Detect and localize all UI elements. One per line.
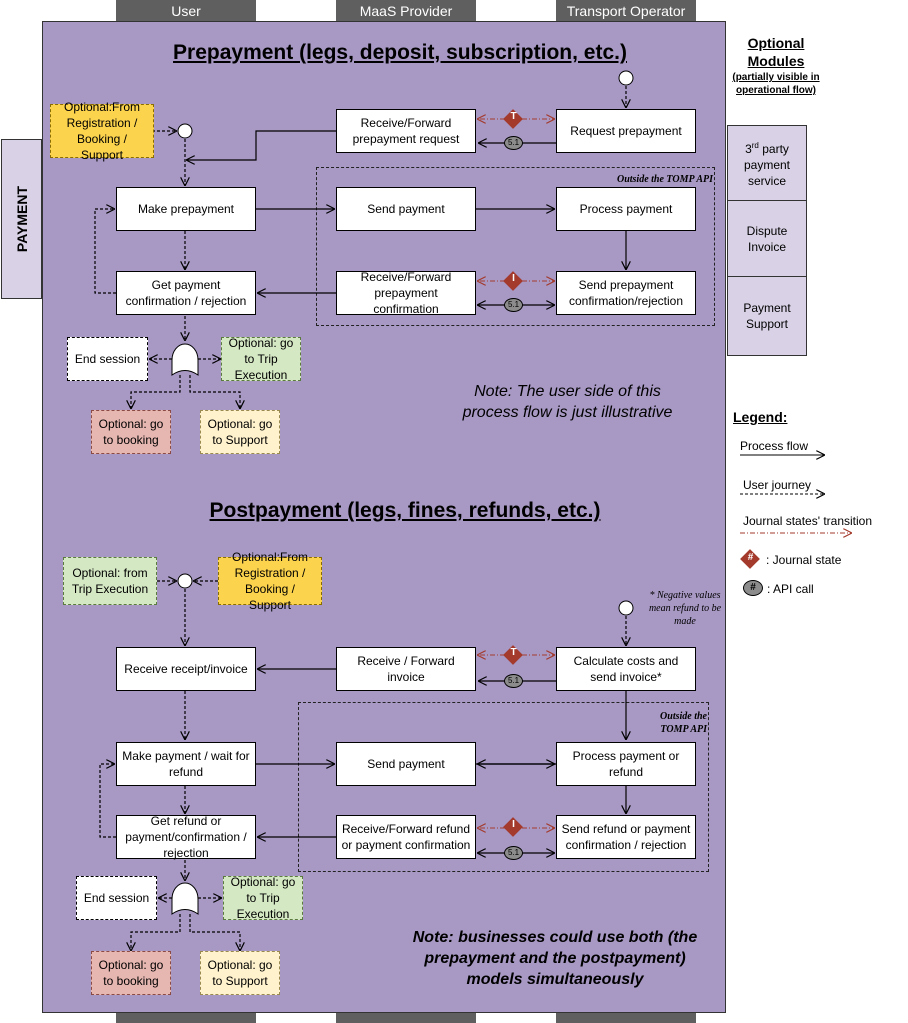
end-session-pre: End session xyxy=(67,337,148,381)
api-call-icon-pre-1: 5.1 xyxy=(504,136,523,150)
lane-footer-operator xyxy=(556,1012,696,1023)
opt-from-registration-pre: Optional:From Registration / Booking / S… xyxy=(50,100,154,162)
prepayment-title: Prepayment (legs, deposit, subscription,… xyxy=(173,41,627,64)
lane-footer-maas xyxy=(336,1012,476,1023)
module-payment-support: Payment Support xyxy=(727,276,807,356)
legend-journal-transition: Journal states' transition xyxy=(743,514,873,528)
send-prepayment-confirmation: Send prepayment confirmation/rejection xyxy=(556,271,696,315)
opt-from-registration-post: Optional:From Registration / Booking / S… xyxy=(218,550,322,612)
journal-state-t-icon-post: T xyxy=(503,645,523,665)
send-refund-or-payment: Send refund or payment confirmation / re… xyxy=(556,815,696,859)
negative-values-note: * Negative values mean refund to be made xyxy=(648,590,722,627)
send-payment-pre: Send payment xyxy=(336,187,476,231)
prepayment-note: Note: The user side of this process flow… xyxy=(462,383,673,421)
receive-forward-prepayment-confirmation: Receive/Forward prepayment confirmation xyxy=(336,270,476,316)
api-call-icon-pre-2: 5.1 xyxy=(504,298,523,312)
outside-tomp-label-post: Outside the TOMP API xyxy=(660,711,707,735)
request-prepayment: Request prepayment xyxy=(556,109,696,153)
legend-title: Legend: xyxy=(733,409,788,425)
journal-state-t-icon-pre: T xyxy=(503,109,523,129)
receive-forward-prepayment-request: Receive/Forward prepayment request xyxy=(336,109,476,153)
legend-api-call-icon: # xyxy=(743,580,763,596)
legend-journal-state-icon: # xyxy=(740,549,760,569)
make-prepayment: Make prepayment xyxy=(116,187,256,231)
optional-modules-title: Optional Modules xyxy=(747,35,805,69)
legend-user-journey: User journey xyxy=(743,478,812,492)
opt-trip-execution-post: Optional: go to Trip Execution xyxy=(223,875,303,921)
journal-state-i-icon-post: I xyxy=(503,817,523,837)
lane-footer-user xyxy=(116,1012,256,1023)
api-call-icon-post-1: 5.1 xyxy=(504,674,523,688)
lane-user: User xyxy=(116,0,256,22)
opt-booking-post: Optional: go to booking xyxy=(91,951,171,995)
legend-journal-state: : Journal state xyxy=(766,553,842,567)
opt-support-post: Optional: go to Support xyxy=(200,951,280,995)
outside-tomp-label-pre: Outside the TOMP API xyxy=(616,174,713,185)
opt-booking-pre: Optional: go to booking xyxy=(91,410,171,454)
module-third-party-text: 3rd party payment service xyxy=(743,140,791,188)
lane-maas-provider: MaaS Provider xyxy=(336,0,476,22)
process-payment: Process payment xyxy=(556,187,696,231)
outside-tomp-region-pre xyxy=(316,167,715,326)
make-payment-wait-refund: Make payment / wait for refund xyxy=(116,742,256,786)
send-payment-post: Send payment xyxy=(336,742,476,786)
end-session-post: End session xyxy=(76,876,157,920)
opt-trip-execution-pre: Optional: go to Trip Execution xyxy=(221,336,301,382)
legend-process-flow: Process flow xyxy=(740,439,809,453)
payment-side-tab: PAYMENT xyxy=(1,139,42,299)
get-payment-confirmation: Get payment confirmation / rejection xyxy=(116,271,256,315)
module-dispute-invoice: Dispute Invoice xyxy=(727,200,807,277)
opt-from-trip-execution: Optional: from Trip Execution xyxy=(63,557,157,605)
optional-modules-subtitle: (partially visible in operational flow) xyxy=(732,72,820,96)
lane-transport-operator: Transport Operator xyxy=(556,0,696,22)
module-third-party-payment: 3rd party payment service xyxy=(727,125,807,201)
calculate-costs-send-invoice: Calculate costs and send invoice* xyxy=(556,647,696,691)
receive-receipt-invoice: Receive receipt/invoice xyxy=(116,647,256,691)
opt-support-pre: Optional: go to Support xyxy=(200,410,280,454)
journal-state-i-icon-pre: I xyxy=(503,271,523,291)
receive-forward-invoice: Receive / Forward invoice xyxy=(336,647,476,691)
process-payment-or-refund: Process payment or refund xyxy=(556,742,696,786)
get-refund-or-payment: Get refund or payment/confirmation / rej… xyxy=(116,814,256,860)
legend-api-call: : API call xyxy=(767,582,814,596)
postpayment-title: Postpayment (legs, fines, refunds, etc.) xyxy=(209,499,601,522)
receive-forward-refund: Receive/Forward refund or payment confir… xyxy=(336,815,476,859)
outside-tomp-region-post xyxy=(298,702,709,872)
api-call-icon-post-2: 5.1 xyxy=(504,846,523,860)
postpayment-note: Note: businesses could use both (the pre… xyxy=(412,929,698,988)
